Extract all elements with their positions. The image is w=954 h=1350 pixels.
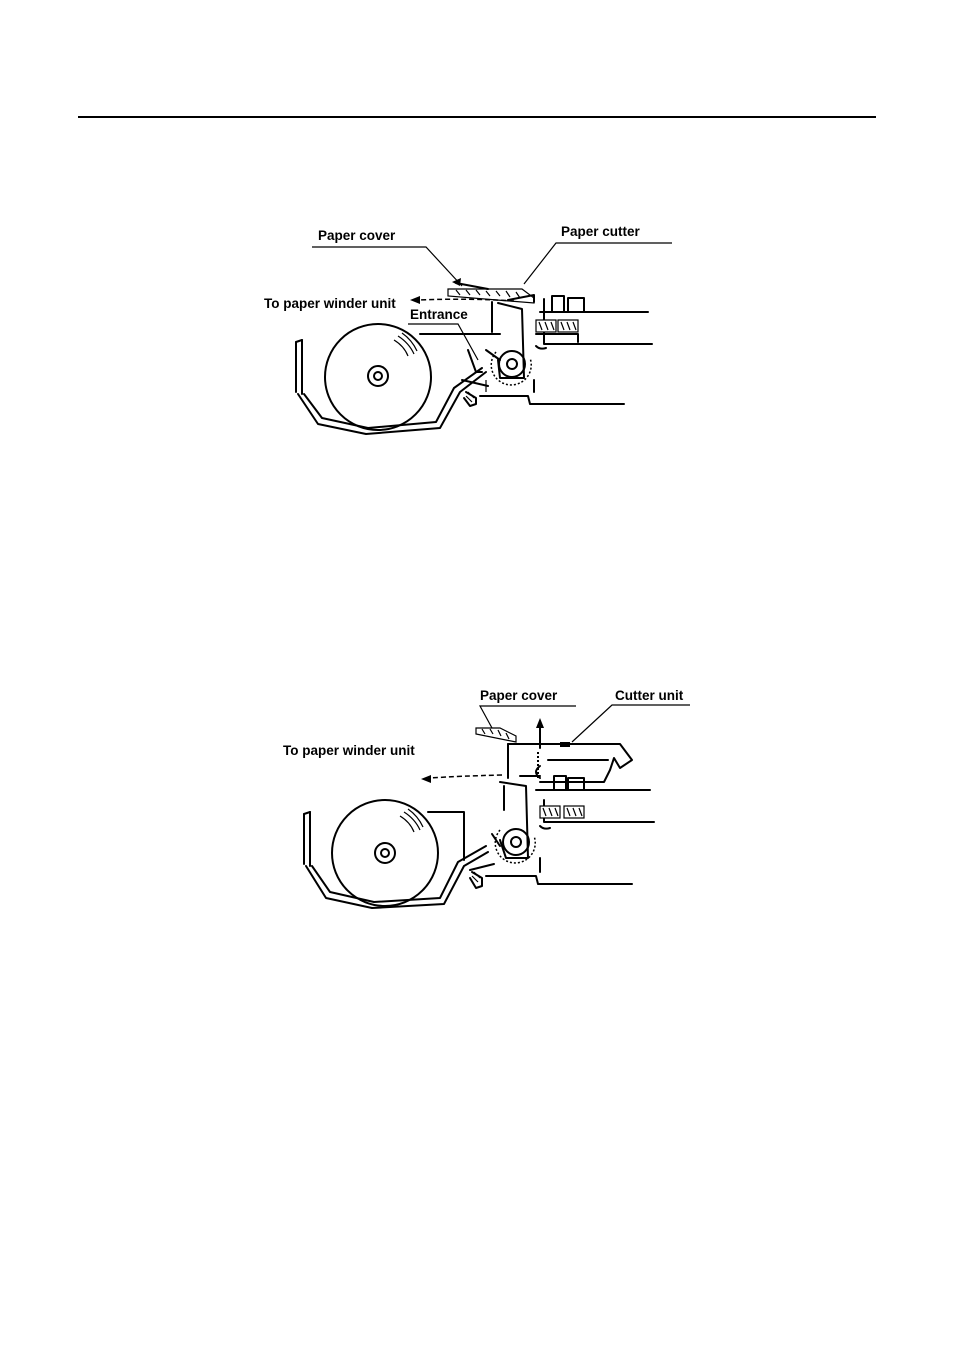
- printer-mechanism-drawing-2: [0, 0, 954, 940]
- bracket-2: [492, 782, 528, 858]
- paper-path-dashed-2: [430, 775, 502, 778]
- print-head-assembly-2: [536, 776, 654, 829]
- paper-cover-2: [476, 728, 516, 742]
- cutter-unit: [508, 742, 632, 782]
- paper-guide-2: [470, 858, 632, 888]
- paper-cover-leader-2: [480, 706, 576, 728]
- paper-roll-2: [332, 800, 438, 906]
- cutter-unit-leader: [572, 705, 690, 742]
